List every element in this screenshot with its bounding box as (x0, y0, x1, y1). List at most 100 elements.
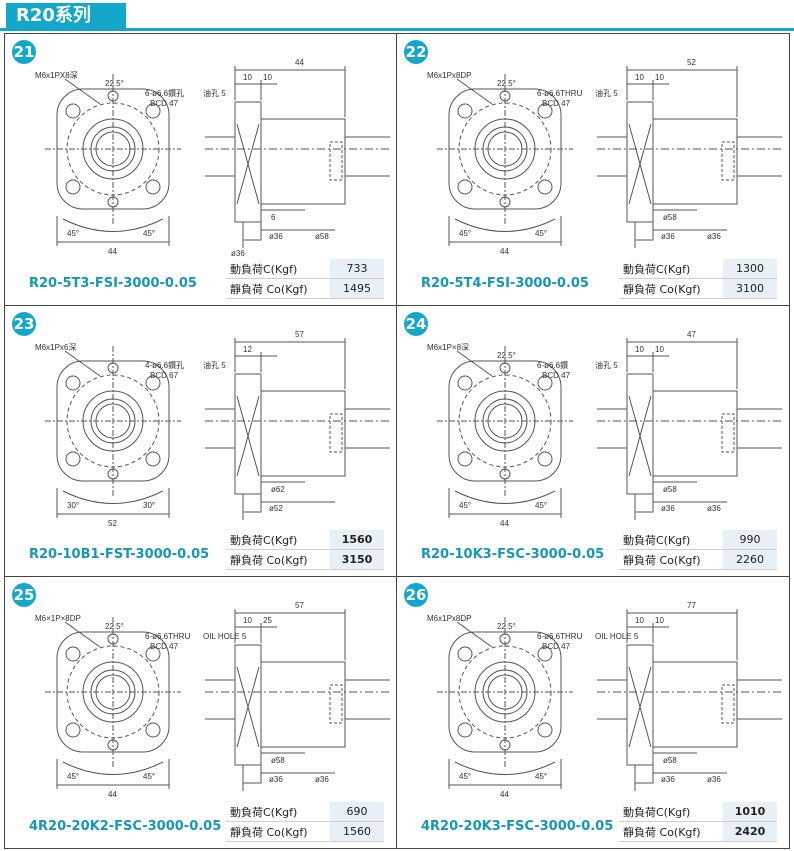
item-number-badge: 22 (404, 40, 428, 64)
dim-bcd: BCD 47 (542, 99, 571, 108)
static-load-row: 靜負荷 Co(Kgf) 2420 (619, 821, 777, 842)
catalog-cell-25: M6×1P×8DP 22.5° 6-ø6.6THRU BCD 47 44 45°… (5, 577, 397, 848)
dim-angle: 22.5° (105, 622, 124, 631)
dim-angle-left: 45° (459, 229, 471, 238)
technical-drawing: M6x1P×8深 22.5° 6-ø6.6鑽 BCD 47 44 45° 45°… (427, 330, 782, 528)
static-load-label: 靜負荷 Co(Kgf) (226, 821, 330, 842)
dim-holes: 6-ø6.6鑽 (537, 360, 568, 370)
dynamic-load-value: 1010 (723, 802, 777, 822)
dynamic-load-value: 733 (330, 259, 384, 279)
dim-od1: ø58 (663, 213, 677, 222)
catalog-cell-21: M6x1PX8深 22.5° 6-ø6.6鑽孔 BCD 47 44 45° 45… (5, 34, 397, 306)
static-load-value: 1560 (330, 821, 384, 842)
dim-width: 44 (500, 247, 509, 256)
dim-holes: 4-ø6.6鑽孔 (145, 360, 184, 370)
dynamic-load-label: 動負荷C(Kgf) (226, 802, 330, 822)
dim-oil-hole: 油孔 5 (203, 88, 226, 98)
dim-step: 25 (263, 616, 272, 625)
dim-angle-left: 45° (459, 772, 471, 781)
dim-angle-left: 45° (67, 772, 79, 781)
dim-holes: 6-ø6.6THRU (537, 632, 583, 641)
dim-oil-hole: 油孔 5 (595, 88, 618, 98)
dim-flange: 12 (243, 345, 252, 354)
side-view (205, 609, 390, 791)
item-number-badge: 26 (404, 583, 428, 607)
model-number: 4R20-20K2-FSC-3000-0.05 (29, 819, 222, 834)
front-view (45, 346, 181, 518)
dim-oil-hole: OIL HOLE 5 (203, 632, 247, 641)
catalog-grid: M6x1PX8深 22.5° 6-ø6.6鑽孔 BCD 47 44 45° 45… (4, 33, 790, 849)
dim-od4: ø36 (231, 249, 245, 258)
dim-oil-hole: OIL HOLE 5 (595, 632, 639, 641)
dim-width: 52 (108, 519, 117, 528)
static-load-value: 3100 (723, 278, 777, 299)
dynamic-load-label: 動負荷C(Kgf) (619, 802, 723, 822)
series-title: R20系列 (6, 3, 126, 29)
dim-od1: ø58 (663, 756, 677, 765)
static-load-label: 靜負荷 Co(Kgf) (226, 278, 330, 299)
static-load-row: 靜負荷 Co(Kgf) 1560 (226, 821, 384, 842)
dim-length: 77 (687, 601, 696, 610)
dim-thread: M6x1Px6深 (35, 343, 76, 352)
dim-thread: M6×1P×8DP (35, 614, 81, 623)
load-rating-table: 動負荷C(Kgf) 1300 靜負荷 Co(Kgf) 3100 (619, 259, 777, 299)
front-view (437, 346, 573, 518)
dim-bcd: BCD 47 (542, 371, 571, 380)
dim-od3: ø36 (707, 504, 721, 513)
static-load-row: 靜負荷 Co(Kgf) 2260 (619, 549, 777, 570)
front-view (437, 617, 573, 789)
dim-angle-right: 45° (143, 229, 155, 238)
technical-drawing: M6x1Px6深 4-ø6.6鑽孔 BCD 67 52 30° 30° 12 5… (35, 330, 390, 528)
dimension-labels: M6x1Px8DP 22.5° 6-ø6.6THRU BCD 47 44 45°… (427, 601, 721, 799)
static-load-row: 靜負荷 Co(Kgf) 3100 (619, 278, 777, 299)
dim-flange: 10 (635, 73, 644, 82)
dim-angle: 22.5° (497, 351, 516, 360)
dim-step: 10 (263, 73, 272, 82)
dim-flange: 10 (243, 73, 252, 82)
dim-holes: 6-ø6.6鑽孔 (145, 88, 184, 98)
dim-length: 57 (295, 330, 304, 339)
static-load-value: 1495 (330, 278, 384, 299)
catalog-cell-23: M6x1Px6深 4-ø6.6鑽孔 BCD 67 52 30° 30° 12 5… (5, 306, 397, 577)
dynamic-load-value: 1300 (723, 259, 777, 279)
dim-od1: ø58 (663, 485, 677, 494)
static-load-label: 靜負荷 Co(Kgf) (226, 549, 330, 570)
technical-drawing: M6x1Px8DP 22.5° 6-ø6.6THRU BCD 47 44 45°… (427, 601, 782, 799)
item-number-badge: 24 (404, 312, 428, 336)
static-load-label: 靜負荷 Co(Kgf) (619, 278, 723, 299)
dim-angle-right: 45° (535, 772, 547, 781)
technical-drawing: M6×1P×8DP 22.5° 6-ø6.6THRU BCD 47 44 45°… (35, 601, 390, 799)
side-view (597, 338, 782, 520)
dim-oil-hole: 油孔 5 (203, 360, 226, 370)
dim-step: 10 (655, 73, 664, 82)
dynamic-load-label: 動負荷C(Kgf) (619, 259, 723, 279)
dim-od1: 6 (271, 213, 276, 222)
dim-thread: M6x1PX8深 (35, 71, 78, 80)
dim-length: 47 (687, 330, 696, 339)
dim-od2: ø36 (269, 775, 283, 784)
dimension-labels: M6×1P×8DP 22.5° 6-ø6.6THRU BCD 47 44 45°… (35, 601, 329, 799)
side-view (597, 66, 782, 248)
item-number-badge: 25 (12, 583, 36, 607)
front-view (45, 617, 181, 789)
dim-angle: 22.5° (497, 622, 516, 631)
dim-bcd: BCD 67 (150, 371, 179, 380)
dim-od2: ø52 (269, 504, 283, 513)
dim-flange: 10 (635, 616, 644, 625)
dimension-labels: M6x1PX8深 22.5° 6-ø6.6鑽孔 BCD 47 44 45° 45… (35, 58, 329, 258)
dim-od1: ø58 (271, 756, 285, 765)
dim-od2: ø36 (661, 504, 675, 513)
dimension-labels: M6x1Px8DP 22.5° 6-ø6.6THRU BCD 47 44 45°… (427, 58, 721, 256)
load-rating-table: 動負荷C(Kgf) 733 靜負荷 Co(Kgf) 1495 (226, 259, 384, 299)
dynamic-load-row: 動負荷C(Kgf) 690 (226, 802, 384, 822)
dim-angle-right: 45° (535, 501, 547, 510)
dynamic-load-row: 動負荷C(Kgf) 990 (619, 530, 777, 550)
dim-oil-hole: 油孔 5 (595, 360, 618, 370)
dynamic-load-label: 動負荷C(Kgf) (619, 530, 723, 550)
dim-holes: 6-ø6.6THRU (145, 632, 191, 641)
side-view (597, 609, 782, 791)
dim-step: 10 (655, 616, 664, 625)
model-number: R20-5T3-FSI-3000-0.05 (29, 276, 197, 291)
catalog-cell-24: M6x1P×8深 22.5° 6-ø6.6鑽 BCD 47 44 45° 45°… (397, 306, 789, 577)
dim-od3: ø36 (315, 775, 329, 784)
